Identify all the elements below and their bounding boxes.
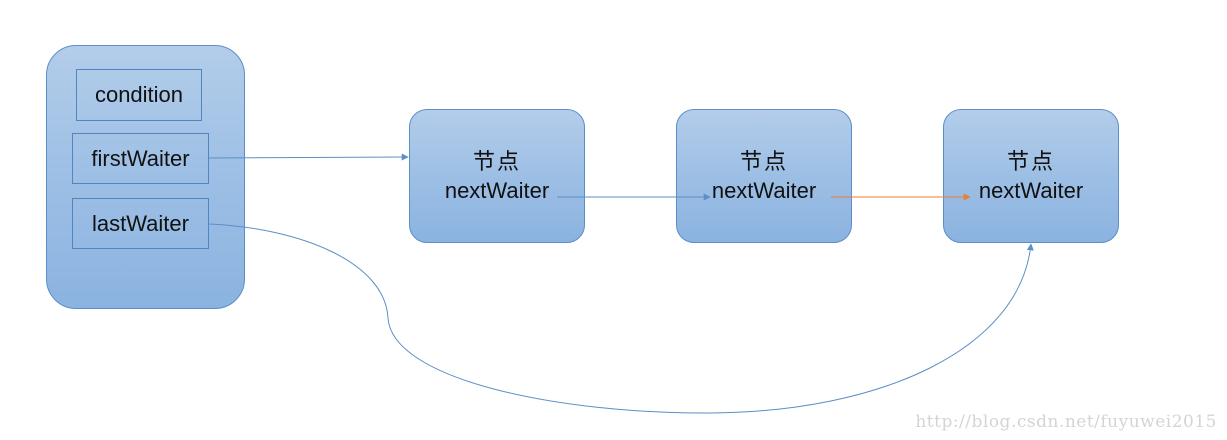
node-3-next-waiter: nextWaiter: [978, 178, 1084, 203]
node-2-title: 节点: [739, 150, 788, 175]
node-1-title: 节点: [472, 150, 521, 175]
field-last-waiter: lastWaiter: [72, 198, 209, 249]
node-3-title: 节点: [1006, 150, 1055, 175]
node-1-next-waiter: nextWaiter: [444, 178, 550, 203]
watermark: http://blog.csdn.net/fuyuwei2015: [915, 412, 1217, 432]
node-2: 节点 nextWaiter: [676, 109, 852, 243]
field-condition: condition: [76, 69, 202, 121]
node-1: 节点 nextWaiter: [409, 109, 585, 243]
node-3: 节点 nextWaiter: [943, 109, 1119, 243]
node-2-next-waiter: nextWaiter: [711, 178, 817, 203]
field-first-waiter: firstWaiter: [72, 133, 209, 184]
edge-last-waiter-to-node-3: [208, 223, 1034, 414]
